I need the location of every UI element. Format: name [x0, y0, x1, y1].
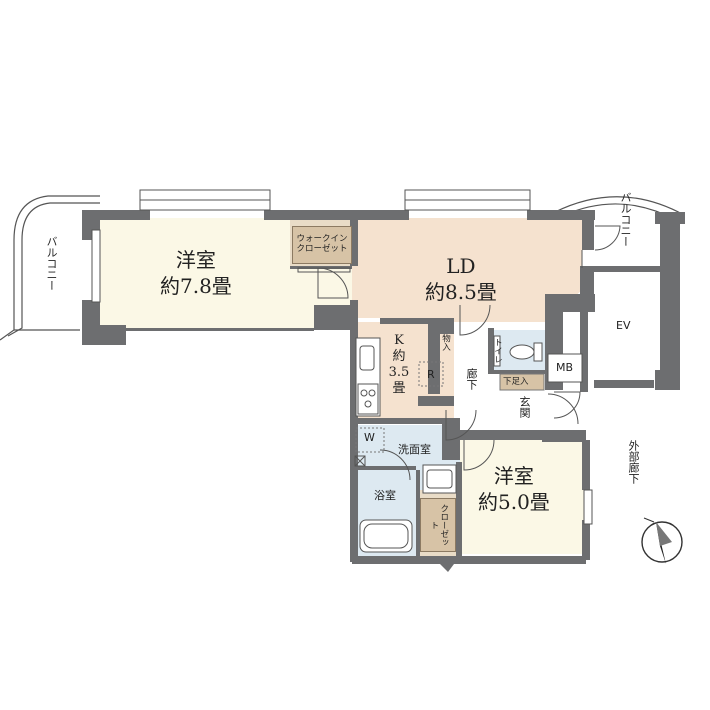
floor-western-room-2 [460, 440, 586, 554]
mb-label: MB [556, 361, 574, 374]
closet-2-label: クローゼット [429, 503, 449, 547]
room-kitchen-size-num: 3.5 [388, 365, 410, 380]
room-kitchen-name: K [394, 333, 404, 348]
walk-in-closet-label: ウォークインクローゼット [296, 234, 348, 254]
storage-label: 物入 [440, 334, 451, 351]
toilet-icon [493, 335, 543, 367]
drain-icon [354, 455, 366, 467]
outer-corridor-label: 外部廊下 [627, 440, 640, 484]
floor-corridor [454, 330, 494, 430]
balcony-right-label: バルコニー [619, 192, 632, 247]
walk-in-closet-tag: ウォークインクローゼット [292, 226, 352, 264]
room-western-2-size: 約5.0畳 [478, 490, 550, 514]
floor-ld [352, 218, 582, 330]
toilet-label: トイレ [492, 338, 503, 364]
room-western-2-name: 洋室 [493, 464, 534, 488]
balcony-left-outline [0, 195, 100, 341]
door-swing-icon [297, 225, 621, 481]
bathtub-icon [359, 519, 413, 553]
room-kitchen-size-unit: 畳 [392, 381, 406, 396]
washer-box [355, 353, 583, 453]
room-western-1-label: 洋室 約7.8畳 [160, 250, 232, 296]
room-kitchen-size-prefix: 約 [392, 349, 406, 364]
stove-icon [355, 337, 381, 417]
room-western-2-label: 洋室 約5.0畳 [478, 466, 550, 512]
window-icon [91, 189, 593, 525]
fridge-label: R [427, 368, 435, 381]
room-ld-name: LD [446, 254, 476, 278]
room-ld-size: 約8.5畳 [425, 280, 497, 304]
washer-label: W [364, 431, 375, 444]
ev-label: EV [616, 319, 631, 332]
compass-icon [641, 517, 683, 564]
bathroom-label: 浴室 [374, 489, 396, 502]
entrance-label: 玄関 [518, 396, 531, 418]
room-western-1-size: 約7.8畳 [160, 274, 232, 298]
washroom-label: 洗面室 [398, 443, 431, 456]
room-kitchen-label: K 約 3.5 畳 [388, 334, 410, 395]
room-ld-label: LD 約8.5畳 [425, 256, 497, 302]
shoe-storage-label: 下足入 [503, 377, 529, 387]
balcony-right-outline [554, 196, 685, 216]
floor-entrance [500, 390, 548, 432]
walls [82, 210, 685, 572]
sink-icon [422, 464, 457, 494]
closet-2-tag: クローゼット [420, 498, 456, 552]
balcony-left-label: バルコニー [45, 236, 58, 291]
room-western-1-name: 洋室 [175, 248, 216, 272]
corridor-label: 廊下 [465, 368, 478, 390]
